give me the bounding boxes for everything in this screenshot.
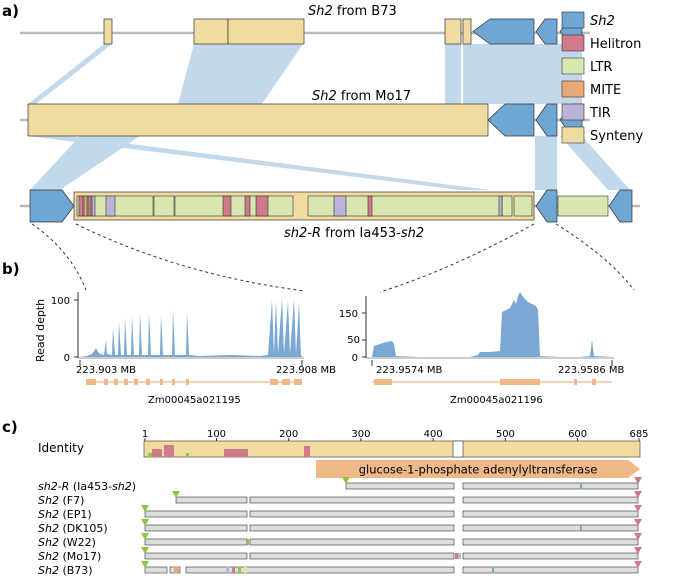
track-sh2r-title: sh2-R from Ia453-sh2 bbox=[284, 226, 424, 241]
xstart-right: 223.9574 MB bbox=[376, 365, 443, 376]
sh2-exon-arrow bbox=[535, 18, 558, 45]
legend-label-tir: TIR bbox=[589, 106, 611, 121]
row-label: sh2-R (Ia453-sh2) bbox=[38, 480, 136, 493]
synteny-block bbox=[103, 18, 113, 45]
read-depth-ylabel: Read depth bbox=[34, 299, 47, 362]
domain-arrow bbox=[316, 460, 640, 478]
sh2-exon-arrow bbox=[472, 18, 535, 45]
track-mo17-title: Sh2 from Mo17 bbox=[312, 89, 411, 104]
row-label: Sh2 (DK105) bbox=[38, 522, 108, 535]
synteny-block bbox=[444, 18, 462, 45]
position-tick-label: 1 bbox=[142, 429, 148, 440]
position-tick-label: 685 bbox=[629, 429, 648, 440]
ytick-right-50: 50 bbox=[347, 335, 360, 346]
position-tick-label: 600 bbox=[568, 429, 587, 440]
ytick-right-0: 0 bbox=[352, 353, 358, 364]
link-b73-mo17-right1 bbox=[445, 44, 461, 104]
position-tick-label: 400 bbox=[424, 429, 443, 440]
position-tick-label: 200 bbox=[279, 429, 298, 440]
xend-right: 223.9586 MB bbox=[558, 365, 625, 376]
gene-model-right bbox=[374, 379, 596, 385]
sequence-bars bbox=[144, 482, 639, 574]
track-b73: Sh2 from B73 bbox=[20, 4, 590, 45]
link-mo17-r-mid bbox=[30, 136, 140, 190]
ytick-left-100: 100 bbox=[51, 296, 70, 307]
identity-track bbox=[143, 440, 641, 458]
ytick-right-150: 150 bbox=[339, 309, 358, 320]
start-markers bbox=[141, 477, 350, 568]
track-sh2r: sh2-R from Ia453-sh2 bbox=[20, 189, 640, 241]
sequence-row-labels: sh2-R (Ia453-sh2) Sh2 (F7) Sh2 (EP1) Sh2… bbox=[38, 480, 136, 577]
sh2-exon-arrow bbox=[487, 103, 535, 137]
link-mo17-r-right bbox=[560, 136, 630, 190]
legend-swatch-helitron bbox=[561, 34, 585, 52]
panel-b-label: b) bbox=[2, 260, 20, 278]
gene-label-left: Zm00045a021195 bbox=[148, 395, 241, 406]
row-label: Sh2 (EP1) bbox=[38, 508, 92, 521]
sh2-exon-arrow bbox=[608, 189, 633, 223]
gene-model-left bbox=[86, 379, 302, 385]
panel-c-label: c) bbox=[2, 418, 18, 436]
position-tick-label: 100 bbox=[207, 429, 226, 440]
xend-left: 223.908 MB bbox=[276, 365, 336, 376]
legend-label-helitron: Helitron bbox=[590, 37, 641, 52]
ytick-left-0: 0 bbox=[64, 353, 70, 364]
position-ticks: 1 100 200 300 400 500 600 685 bbox=[142, 429, 649, 441]
link-b73-mo17-right2 bbox=[463, 44, 582, 104]
panel-a-label: a) bbox=[2, 2, 19, 20]
legend-label-synteny: Synteny bbox=[590, 129, 644, 144]
sh2-exon-arrow bbox=[535, 189, 558, 223]
row-label: Sh2 (Mo17) bbox=[38, 550, 101, 563]
legend-label-sh2: Sh2 bbox=[590, 14, 615, 29]
row-label: Sh2 (F7) bbox=[38, 494, 84, 507]
te-blocks bbox=[76, 195, 533, 217]
position-tick-label: 500 bbox=[496, 429, 515, 440]
link-b73-mo17-large bbox=[178, 44, 303, 104]
legend: Sh2 Helitron LTR MITE TIR Synteny bbox=[561, 11, 644, 144]
xstart-left: 223.903 MB bbox=[76, 365, 136, 376]
link-mo17-r-left bbox=[28, 136, 490, 190]
legend-swatch-ltr bbox=[561, 57, 585, 75]
legend-label-mite: MITE bbox=[590, 83, 621, 98]
synteny-block bbox=[27, 103, 489, 137]
row-label: Sh2 (B73) bbox=[38, 564, 93, 577]
link-mo17-r-gene bbox=[535, 136, 557, 190]
stop-markers bbox=[634, 477, 642, 568]
variant-marks bbox=[174, 483, 582, 573]
synteny-block bbox=[557, 195, 609, 217]
coverage-area-left bbox=[80, 298, 303, 357]
position-tick-label: 300 bbox=[351, 429, 370, 440]
legend-swatch-mite bbox=[561, 80, 585, 98]
track-b73-title: Sh2 from B73 bbox=[308, 4, 397, 19]
coverage-plot-left: 100 0 223.903 MB 223.908 MB Zm00045a0211… bbox=[51, 292, 336, 406]
synteny-block bbox=[227, 18, 305, 45]
domain-label: glucose-1-phosphate adenylyltransferase bbox=[359, 463, 598, 477]
zoom-lines bbox=[31, 223, 635, 293]
synteny-links bbox=[28, 44, 630, 190]
coverage-area-right bbox=[372, 292, 612, 357]
identity-label: Identity bbox=[38, 441, 84, 455]
legend-swatch-tir bbox=[561, 103, 585, 121]
synteny-block bbox=[462, 18, 472, 45]
legend-swatch-sh2 bbox=[561, 11, 585, 29]
link-b73-mo17-small bbox=[28, 44, 112, 104]
row-label: Sh2 (W22) bbox=[38, 536, 96, 549]
gene-label-right: Zm00045a021196 bbox=[450, 395, 543, 406]
sh2-exon-arrow bbox=[535, 103, 558, 137]
synteny-block bbox=[193, 18, 229, 45]
legend-swatch-synteny bbox=[561, 126, 585, 144]
legend-label-ltr: LTR bbox=[590, 60, 612, 75]
coverage-plot-right: 150 50 0 223.9574 MB 223.9586 MB Zm00045… bbox=[339, 292, 625, 406]
sh2-exon-arrow bbox=[29, 189, 75, 223]
